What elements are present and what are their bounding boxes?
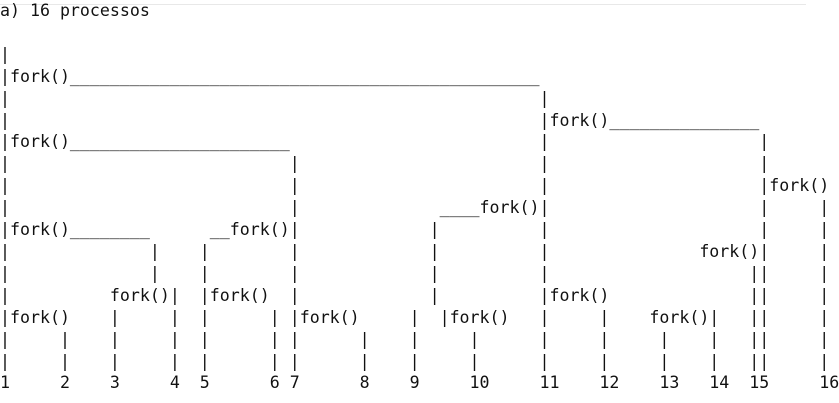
diagram-line: 1 2 3 4 5 6 7 8 9 10 11 12 13 14 15 16 [0,373,839,393]
diagram-line: | | | | [0,154,770,174]
diagram-line: | | | |fork() [0,176,830,196]
diagram-line: | |fork()_______________ [0,110,760,130]
diagram-line: |fork()______________________ | | [0,132,770,152]
diagram-line: | | | | | | || | [0,263,830,283]
diagram-line: | fork()| |fork() | | |fork() || | [0,285,830,305]
diagram-line: | | | | | | fork()| | [0,241,830,261]
diagram-body: | |fork()_______________________________… [0,45,839,393]
top-divider [0,4,806,5]
diagram-line: |fork() | | | | |fork() | |fork() | | fo… [0,307,830,327]
diagram-line: | | [0,88,550,108]
diagram-line: | | | | | | | | | | | | | | || | [0,329,830,349]
diagram-line: | [0,44,10,64]
diagram-title: a) 16 processos [0,1,150,20]
diagram-line: |fork()_________________________________… [0,66,540,86]
terminal-canvas: a) 16 processos | |fork()_______________… [0,1,839,393]
diagram-line: | | | | | | | | | | | | | | || | [0,351,830,371]
fork-process-tree: a) 16 processos | |fork()_______________… [0,1,839,393]
diagram-line: | | ____fork()| | | [0,198,830,218]
diagram-line: |fork()________ __fork()| | | | | [0,220,830,240]
